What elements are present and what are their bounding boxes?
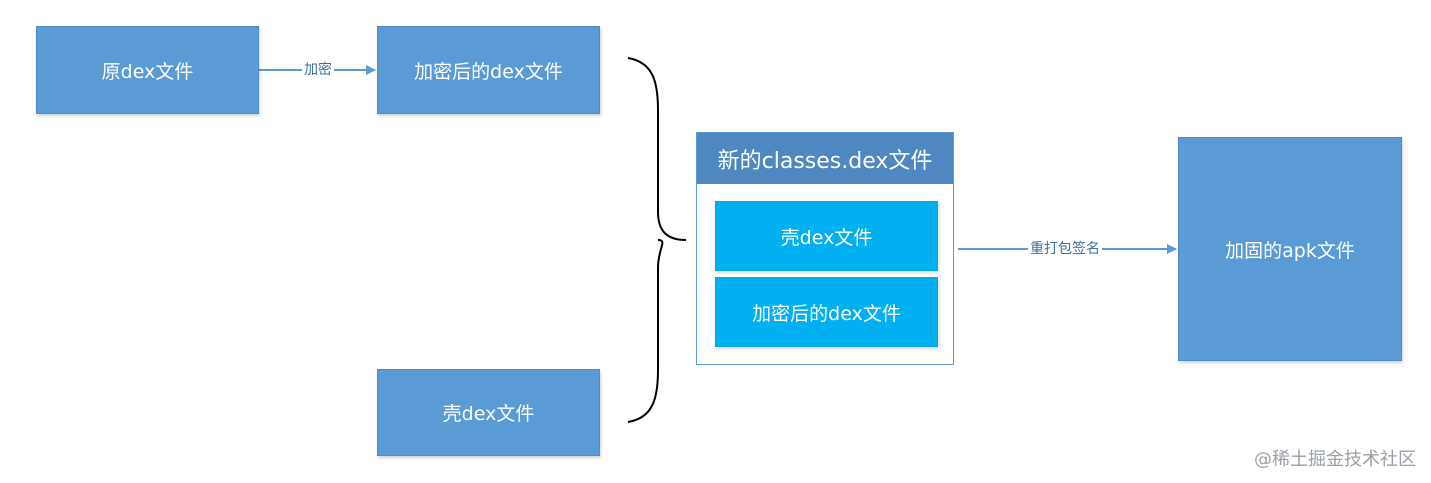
new-classes-dex-group: 新的classes.dex文件 壳dex文件 加密后的dex文件 — [696, 132, 954, 365]
group-item-encrypted-dex: 加密后的dex文件 — [715, 277, 938, 347]
group-item-label: 加密后的dex文件 — [752, 302, 901, 325]
encrypted-dex-box: 加密后的dex文件 — [377, 26, 600, 114]
hardened-apk-box: 加固的apk文件 — [1178, 137, 1402, 361]
hardened-apk-label: 加固的apk文件 — [1225, 239, 1355, 262]
encrypted-dex-label: 加密后的dex文件 — [414, 60, 563, 83]
encrypt-edge-label: 加密 — [302, 61, 334, 79]
group-item-label: 壳dex文件 — [780, 226, 873, 249]
shell-dex-label: 壳dex文件 — [442, 403, 535, 425]
original-dex-label: 原dex文件 — [101, 60, 194, 83]
group-title: 新的classes.dex文件 — [697, 133, 953, 184]
repack-edge-label: 重打包签名 — [1028, 240, 1102, 258]
shell-dex-box: 壳dex文件 — [377, 369, 600, 456]
watermark: @稀土掘金技术社区 — [1254, 449, 1416, 470]
group-item-shell-dex: 壳dex文件 — [715, 201, 938, 271]
original-dex-box: 原dex文件 — [36, 26, 259, 114]
merge-brace — [627, 57, 687, 423]
